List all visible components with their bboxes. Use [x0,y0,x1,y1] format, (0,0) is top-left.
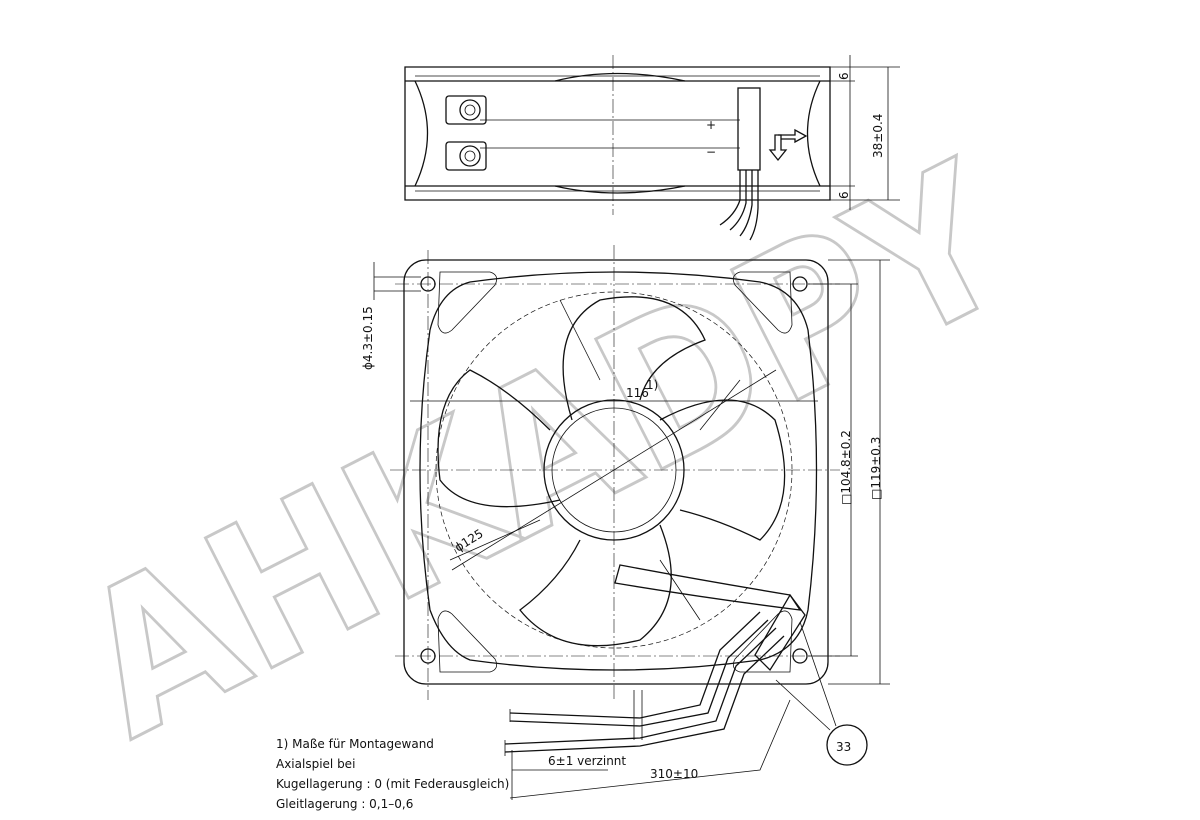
note-line-2: Axialspiel bei [276,757,355,771]
side-view: + − 6 6 38±0.4 [404,55,900,241]
dim-rim-top: 6 [837,72,851,80]
dim-hole: ϕ4.3±0.15 [361,306,375,370]
front-view: 116 1) ϕ125 ϕ4.3±0.15 □104.8±0.2 □119±0.… [361,245,890,700]
item-number-balloon [826,724,868,766]
cable-leads: 6±1 verzinnt 310±10 33 [504,593,868,800]
dim-mount-wall-footnote: 1) [646,378,658,392]
dim-lead-length: 310±10 [650,767,698,781]
dim-frame: □119±0.3 [869,437,883,500]
note-line-4: Gleitlagerung : 0,1–0,6 [276,797,413,811]
dim-hole-pitch: □104.8±0.2 [839,430,853,505]
dim-mount-wall: 116 [626,386,649,400]
dim-strip-length: 6±1 verzinnt [548,754,626,768]
airflow-arrow-icon [768,128,808,162]
note-line-3: Kugellagerung : 0 (mit Federausgleich) [276,777,509,791]
plus-symbol: + [706,118,716,132]
note-line-1: 1) Maße für Montagewand [276,737,434,751]
dim-rim-bottom: 6 [837,191,851,199]
item-number: 33 [836,740,851,754]
minus-symbol: − [706,145,716,159]
notes-block: 1) Maße für Montagewand Axialspiel bei K… [276,737,509,811]
dim-height: 38±0.4 [871,114,885,158]
